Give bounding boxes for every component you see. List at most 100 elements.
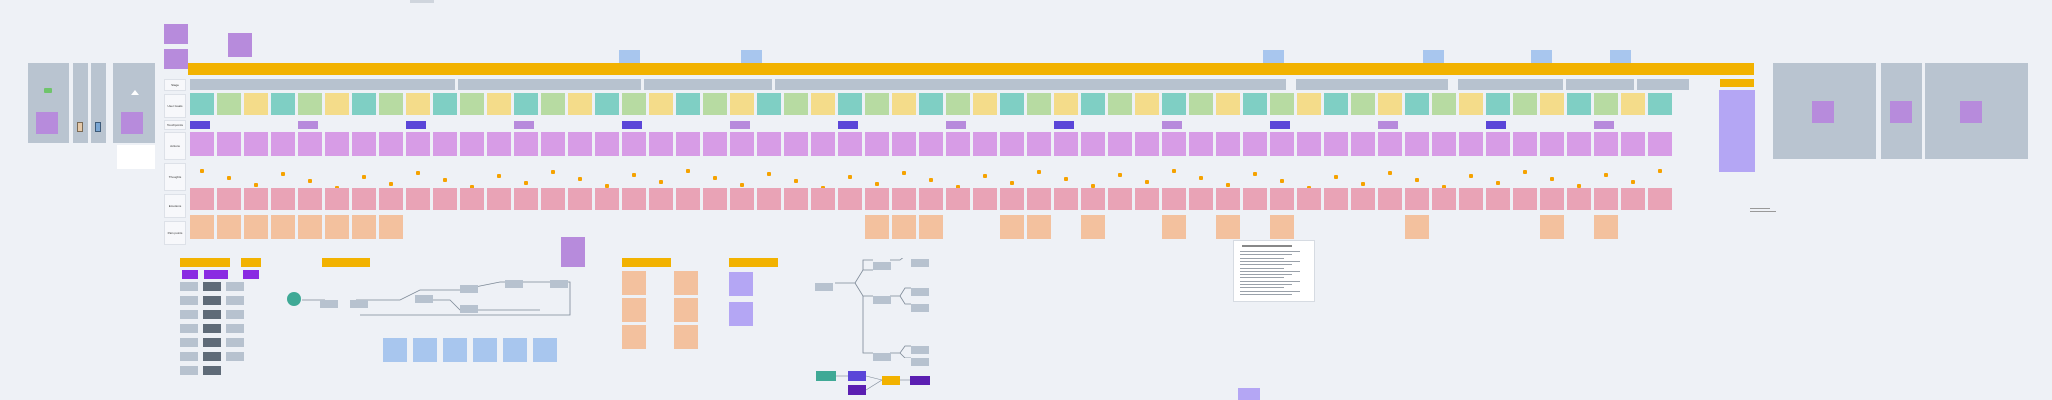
bottom-blue-stickies [383,338,563,364]
document-line [1240,267,1284,269]
warning-icon [1091,184,1095,188]
row-label-touchpoints: Touchpoints [164,120,186,130]
painpoint-sticky [1486,188,1510,210]
warning-icon [1415,178,1419,182]
painpoint-sticky [190,188,214,210]
warning-icon [1604,173,1608,177]
document-line [1240,270,1300,272]
flow-node [203,310,221,319]
blue-sticky [413,338,437,362]
painpoint-sticky [379,188,403,210]
painpoint-sticky [1324,188,1348,210]
goal-sticky [1513,93,1537,115]
action-sticky [1459,132,1483,156]
warning-icon [659,180,663,184]
flow-node [415,295,433,303]
left-panel-3 [91,63,106,143]
warning-icon [308,179,312,183]
action-sticky [1513,132,1537,156]
action-sticky [244,132,268,156]
warning-icon [1118,173,1122,177]
warning-icon [848,175,852,179]
row-label-thoughts: Thoughts [164,163,186,191]
orange-sticky [674,325,698,349]
flow-node [226,310,244,319]
warning-icon [875,182,879,186]
violet-col-header [729,258,778,267]
action-sticky [406,132,430,156]
flow-node-deep-3 [243,270,259,279]
goal-sticky [703,93,727,115]
flow-node [550,280,568,288]
goal-sticky [1081,93,1105,115]
goal-sticky [1270,93,1294,115]
tree-node [911,259,929,267]
painpoint-sticky [676,188,700,210]
flow-b-header [241,258,261,267]
action-sticky [352,132,376,156]
violet-note-2 [729,302,753,326]
goal-sticky [325,93,349,115]
touchpoint-sticky [946,121,966,129]
start-node-icon [287,292,301,306]
warning-icon [794,179,798,183]
goals-row [190,93,1690,117]
tree-node [911,304,929,312]
warning-icon [632,173,636,177]
flow-node [226,352,244,361]
painpoint-sticky [433,188,457,210]
action-sticky [325,132,349,156]
goal-sticky [514,93,538,115]
warning-icon [227,176,231,180]
touchpoint-sticky [1270,121,1290,129]
goal-sticky [649,93,673,115]
opportunity-sticky [190,215,214,239]
painpoint-sticky [514,188,538,210]
painpoint-sticky [325,188,349,210]
goal-sticky [217,93,241,115]
warning-icon [983,174,987,178]
action-sticky [919,132,943,156]
right-sticky-purple-1 [1812,101,1834,123]
goal-sticky [865,93,889,115]
legend-note [117,145,155,169]
goal-sticky [1027,93,1051,115]
section-band [188,63,1754,75]
warning-icon [1334,175,1338,179]
stage-1 [190,79,455,90]
action-sticky [487,132,511,156]
warning-icon [713,176,717,180]
orange-sticky [622,298,646,322]
opportunity-sticky [244,215,268,239]
painpoint-sticky [1162,188,1186,210]
goal-sticky [784,93,808,115]
painpoint-sticky [244,188,268,210]
warning-icon [1361,182,1365,186]
action-sticky [514,132,538,156]
warning-icon [470,185,474,189]
stage-7 [1566,79,1634,90]
flow-node [180,366,198,375]
painpoint-sticky [757,188,781,210]
painpoint-sticky [1594,188,1618,210]
touchpoint-sticky [406,121,426,129]
touchpoint-sticky [298,121,318,129]
lower-left-nodes [180,282,270,382]
warning-icon [686,169,690,173]
warning-icon [605,184,609,188]
warning-icon [1577,184,1581,188]
warning-icon [524,181,528,185]
painpoint-sticky [1540,188,1564,210]
flow-node [350,300,368,308]
flow-node [505,280,523,288]
painpoint-sticky [1432,188,1456,210]
action-sticky [1162,132,1186,156]
opportunity-sticky [298,215,322,239]
goal-sticky [1297,93,1321,115]
painpoint-sticky [298,188,322,210]
stage-9-tag [1720,79,1754,87]
action-sticky [1135,132,1159,156]
flow-node [180,324,198,333]
painpoint-sticky [1027,188,1051,210]
action-sticky [865,132,889,156]
